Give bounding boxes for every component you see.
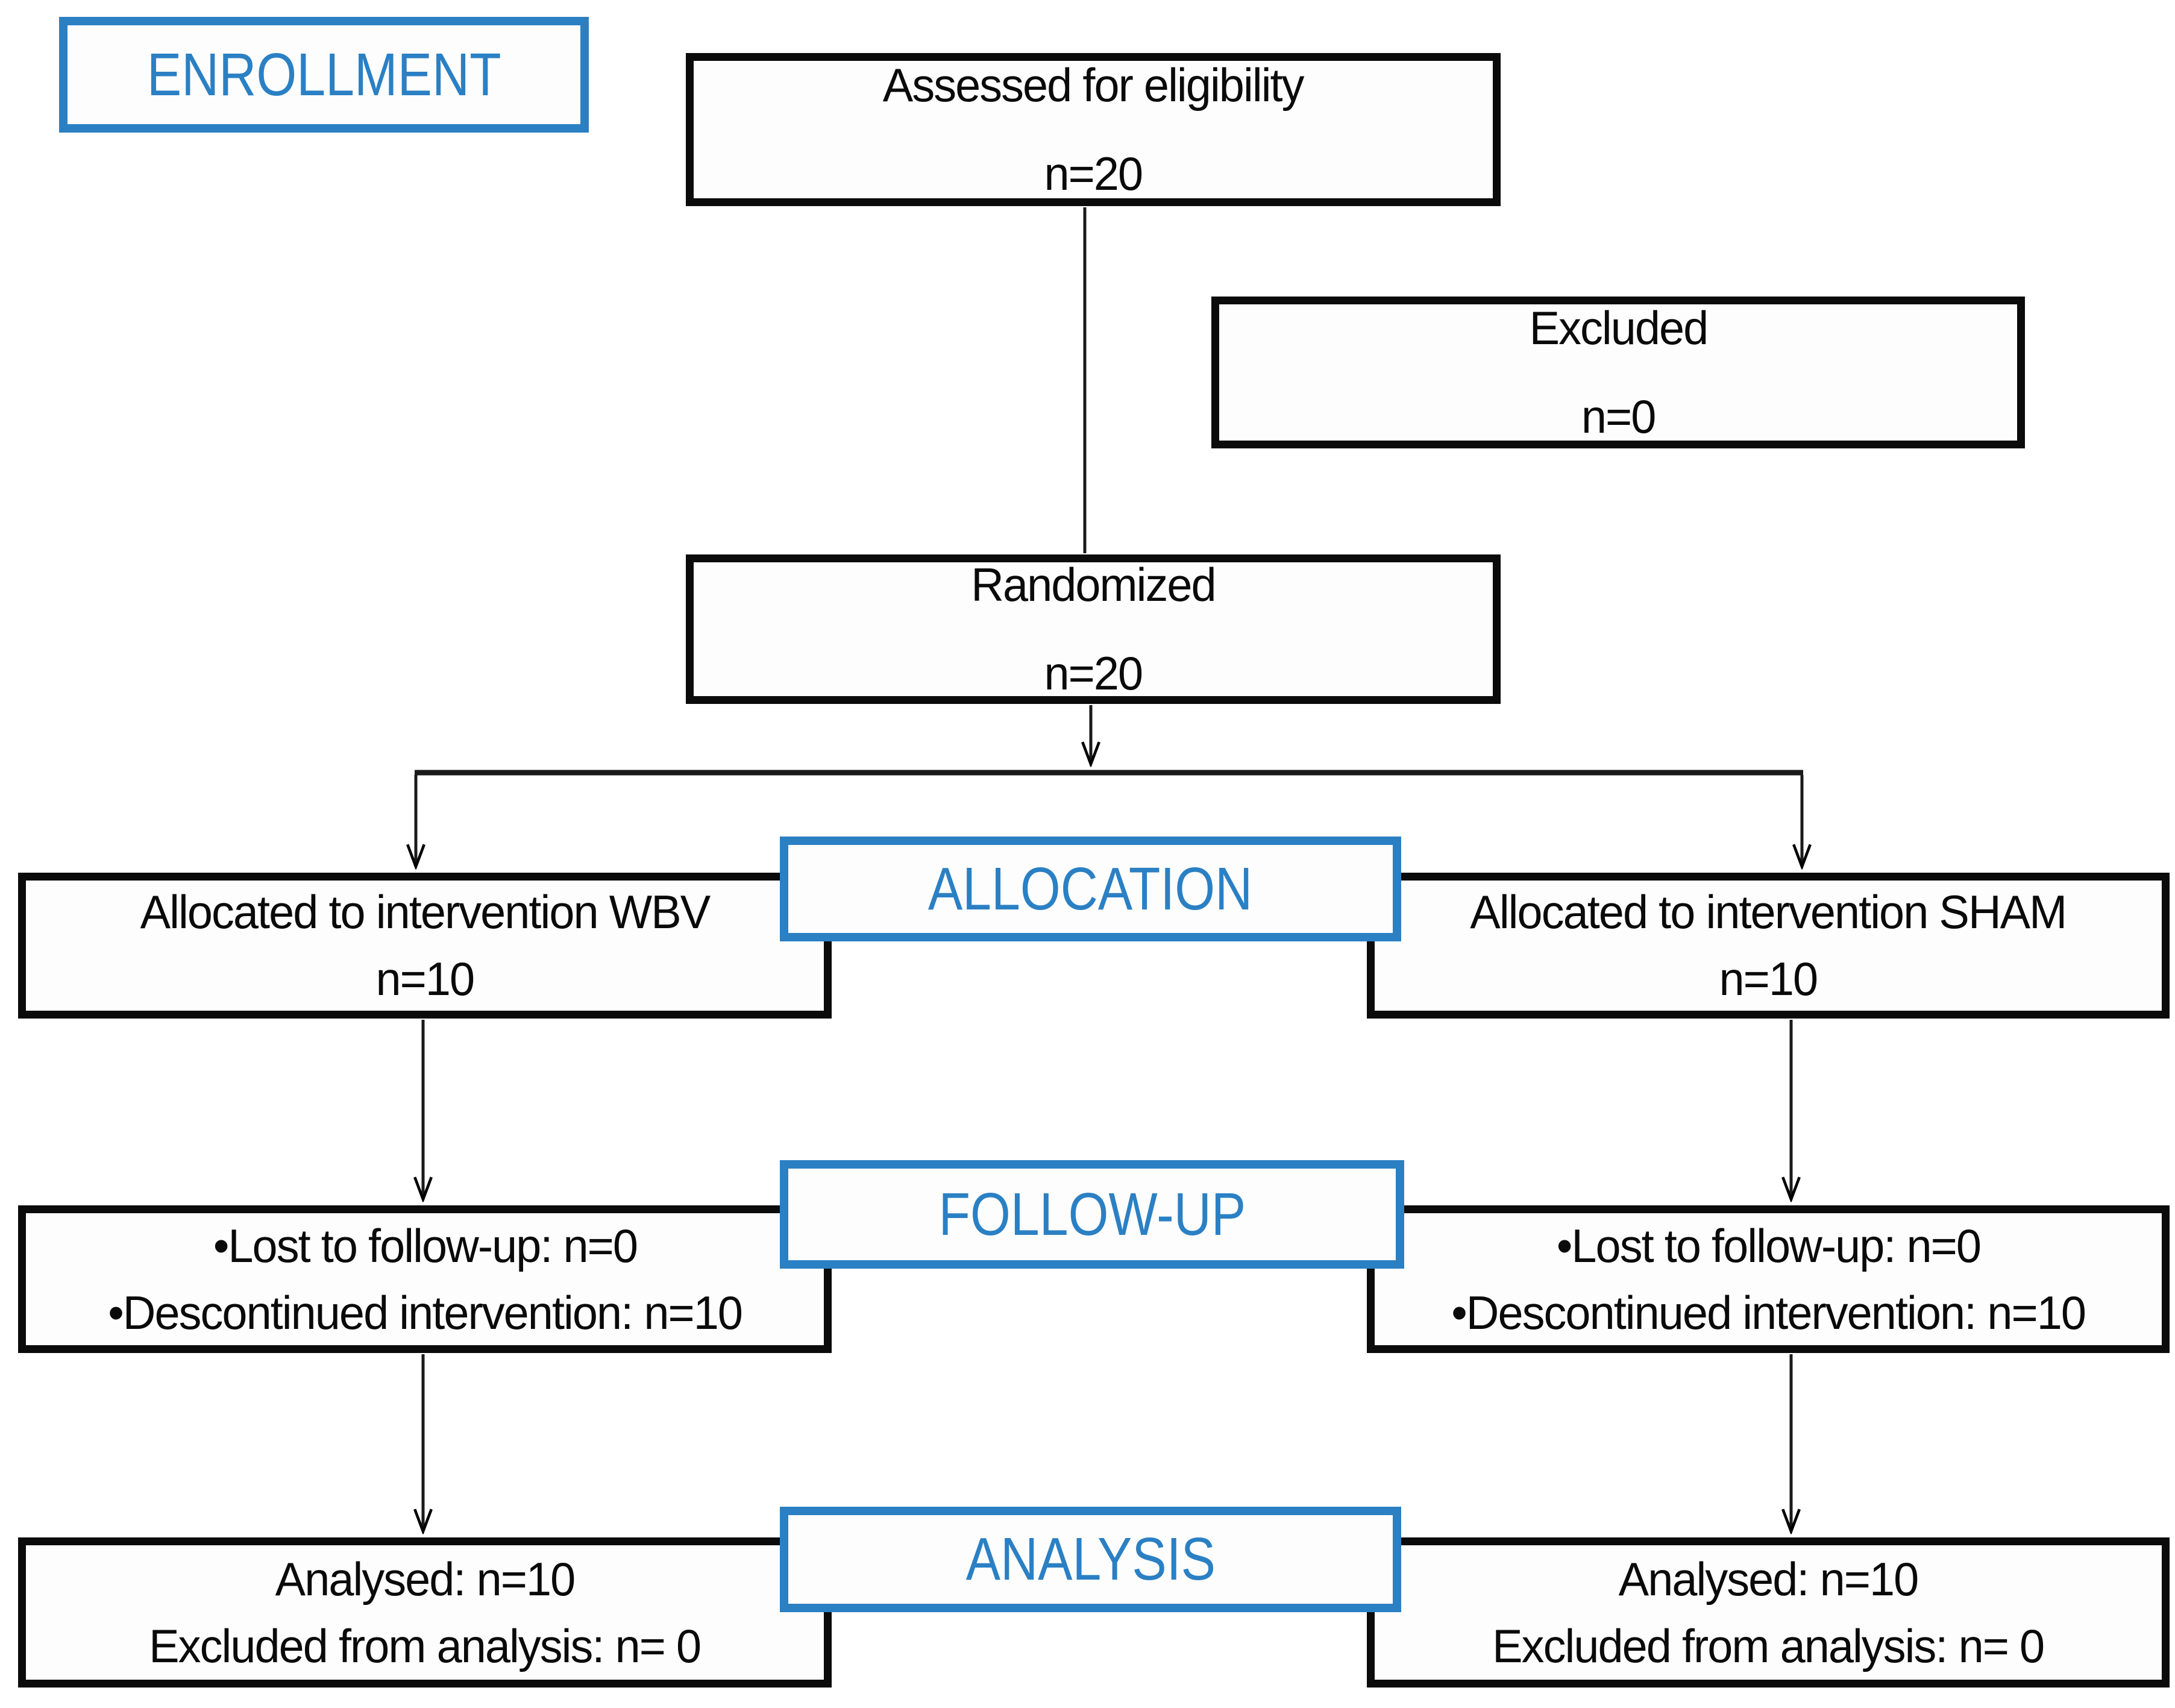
- followup-stage-box: FOLLOW-UP: [780, 1160, 1404, 1269]
- enrollment-stage-label: ENROLLMENT: [146, 40, 501, 108]
- excluded-line1: Excluded: [1529, 301, 1709, 355]
- excluded-box: Excluded n=0: [1211, 297, 2025, 448]
- allocated-sham-count: n=10: [1719, 952, 1819, 1005]
- randomized-line1: Randomized: [971, 558, 1216, 612]
- randomized-box: Randomized n=20: [686, 554, 1501, 704]
- analysis-wbv-analysed: Analysed: n=10: [275, 1552, 576, 1606]
- allocated-sham-box: Allocated to intervention SHAM n=10: [1367, 873, 2170, 1019]
- allocated-sham-line1: Allocated to intervention SHAM: [1470, 885, 2068, 939]
- followup-stage-label: FOLLOW-UP: [938, 1180, 1246, 1248]
- followup-wbv-box: •Lost to follow-up: n=0 •Descontinued in…: [18, 1205, 832, 1353]
- assessed-box: Assessed for eligibility n=20: [686, 53, 1501, 206]
- followup-sham-box: •Lost to follow-up: n=0 •Descontinued in…: [1367, 1205, 2170, 1353]
- allocated-wbv-count: n=10: [375, 952, 475, 1005]
- allocation-stage-box: ALLOCATION: [780, 837, 1401, 941]
- followup-sham-discontinued: •Descontinued intervention: n=10: [1451, 1286, 2086, 1339]
- analysis-stage-box: ANALYSIS: [780, 1507, 1401, 1612]
- analysis-wbv-excluded: Excluded from analysis: n= 0: [149, 1619, 701, 1672]
- followup-wbv-lost: •Lost to follow-up: n=0: [213, 1219, 638, 1272]
- followup-wbv-discontinued: •Descontinued intervention: n=10: [108, 1286, 743, 1339]
- analysis-sham-analysed: Analysed: n=10: [1618, 1552, 1919, 1606]
- analysis-sham-excluded: Excluded from analysis: n= 0: [1492, 1619, 2045, 1672]
- excluded-count: n=0: [1581, 390, 1656, 443]
- assessed-line1: Assessed for eligibility: [883, 58, 1305, 112]
- followup-sham-lost: •Lost to follow-up: n=0: [1556, 1219, 1981, 1272]
- allocated-wbv-line1: Allocated to intervention WBV: [140, 885, 711, 939]
- assessed-count: n=20: [1044, 147, 1144, 200]
- analysis-sham-box: Analysed: n=10 Excluded from analysis: n…: [1367, 1537, 2170, 1688]
- analysis-wbv-box: Analysed: n=10 Excluded from analysis: n…: [18, 1537, 832, 1688]
- allocated-wbv-box: Allocated to intervention WBV n=10: [18, 873, 832, 1019]
- enrollment-stage-box: ENROLLMENT: [59, 17, 589, 133]
- randomized-count: n=20: [1044, 647, 1144, 700]
- analysis-stage-label: ANALYSIS: [965, 1525, 1216, 1593]
- allocation-stage-label: ALLOCATION: [928, 855, 1253, 923]
